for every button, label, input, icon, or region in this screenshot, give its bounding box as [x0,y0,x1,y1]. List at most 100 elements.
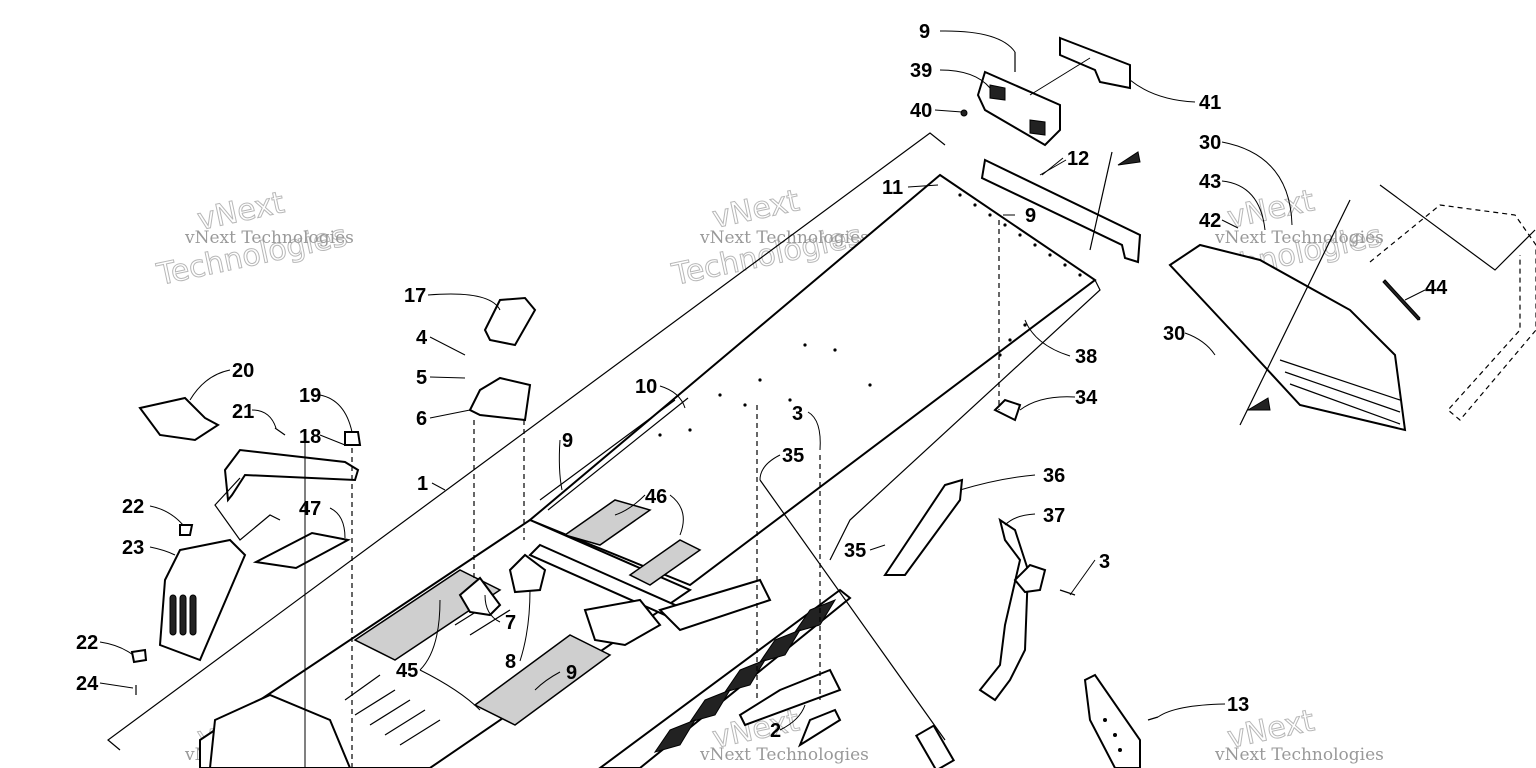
callout-9-right: 9 [1025,205,1036,227]
callout-17: 17 [404,285,426,307]
callout-30-top: 30 [1199,132,1221,154]
callout-9-top: 9 [919,21,930,43]
bracket-2 [738,668,842,727]
callout-47: 47 [299,498,321,520]
bracket-36 [883,478,964,576]
callout-22-bottom: 22 [76,632,98,654]
snowflap-ribs [1279,359,1401,425]
rear-bracket-12 [980,158,1142,264]
bracket-2-lower [797,708,842,748]
tunnel-top-plate [528,173,1097,587]
toe-hold-rail [658,578,772,632]
callout-labels: 9 39 40 41 12 11 9 30 43 42 44 30 38 34 … [76,21,1448,742]
bracket-8 [508,553,547,594]
bracket-6 [468,376,532,422]
callout-23: 23 [122,537,144,559]
clip-22-a [179,524,194,536]
traction-pad-46-b [628,539,702,586]
bolt-3-right [1059,589,1076,596]
toe-hold-bracket [583,598,662,647]
callout-18: 18 [299,426,321,448]
cover-20 [138,396,220,442]
callout-24: 24 [76,673,99,695]
callout-3-right: 3 [1099,551,1110,573]
tunnel-left-edge-strip [539,399,676,501]
part-17-and-6 [468,296,537,590]
callout-7: 7 [505,612,516,634]
clip-22-b [130,648,148,664]
running-board-left [199,499,702,768]
callout-22-top: 22 [122,496,144,518]
callout-44: 44 [1425,277,1448,299]
snowflap-frame-outline [1379,184,1536,271]
front-footrest [208,693,352,768]
tunnel-right-edge [829,279,1101,561]
bolt-13 [1147,716,1159,721]
arm-37 [978,517,1030,702]
rear-snowflap [1168,184,1536,432]
watermark-5: vNext Technologies vNext [699,703,869,765]
callout-2: 2 [770,720,781,742]
callout-35-center: 35 [782,445,804,467]
leader-35-long [759,479,946,741]
grab-handle-18-loop [214,477,281,541]
parts-7-8 [458,553,547,617]
hitch-39 [976,70,1061,147]
watermark-6: vNext Technologies vNext [1214,703,1384,765]
callout-13: 13 [1227,694,1249,716]
callout-8: 8 [505,651,516,673]
hitch-39-window-2 [1029,119,1046,136]
callout-9-mid: 9 [562,430,573,452]
callout-3-center: 3 [792,403,803,425]
callout-5: 5 [416,367,427,389]
callout-35-right: 35 [844,540,866,562]
traction-pad-2 [473,634,612,726]
callout-20: 20 [232,360,254,382]
right-parts-group [756,220,1159,768]
callout-37: 37 [1043,505,1065,527]
running-board-right-cutouts [653,598,837,753]
left-parts-group [130,396,362,768]
rod-end [914,724,956,768]
callout-21: 21 [232,401,254,423]
callout-45: 45 [396,660,418,682]
callout-46: 46 [645,486,667,508]
clip-34 [993,398,1022,422]
tunnel-rivets [658,193,1082,437]
bolt-40 [960,109,968,117]
callout-leaders [99,30,1426,768]
snowflap-44 [1168,243,1407,432]
svg-text:vNext Technologies: vNext Technologies [1214,228,1384,248]
callout-9-bottom: 9 [566,662,577,684]
traction-pad-46-a [563,499,652,546]
callout-30-bottom: 30 [1163,323,1185,345]
callout-1: 1 [417,473,428,495]
callout-40: 40 [910,100,932,122]
callout-12: 12 [1067,148,1089,170]
callout-4: 4 [416,327,428,349]
callout-39: 39 [910,60,932,82]
tunnel-outline-bracket [107,132,946,751]
bracket-13-holes [1103,718,1122,752]
tunnel-left-edge-strip-2 [547,397,689,511]
callout-36: 36 [1043,465,1065,487]
svg-text:vNext Technologies: vNext Technologies [699,745,869,765]
snowflap-leader-long [1239,199,1351,426]
svg-text:vNext Technologies: vNext Technologies [1214,745,1384,765]
callout-10: 10 [635,376,657,398]
bolt-21 [274,427,286,436]
callout-41: 41 [1199,92,1221,114]
hitch-41 [1059,36,1131,90]
grab-handle-18 [223,448,360,503]
callout-11: 11 [882,177,903,199]
bracket-13 [1083,673,1141,768]
tunnel-assembly [107,132,1101,751]
plate-37 [1013,563,1047,594]
callout-34: 34 [1075,387,1098,409]
direction-arrows [1089,151,1271,411]
nut-19 [344,431,362,446]
pad-47 [252,531,351,570]
triangle-arrow-icon [1117,151,1141,166]
rear-hitch-parts [960,36,1131,147]
